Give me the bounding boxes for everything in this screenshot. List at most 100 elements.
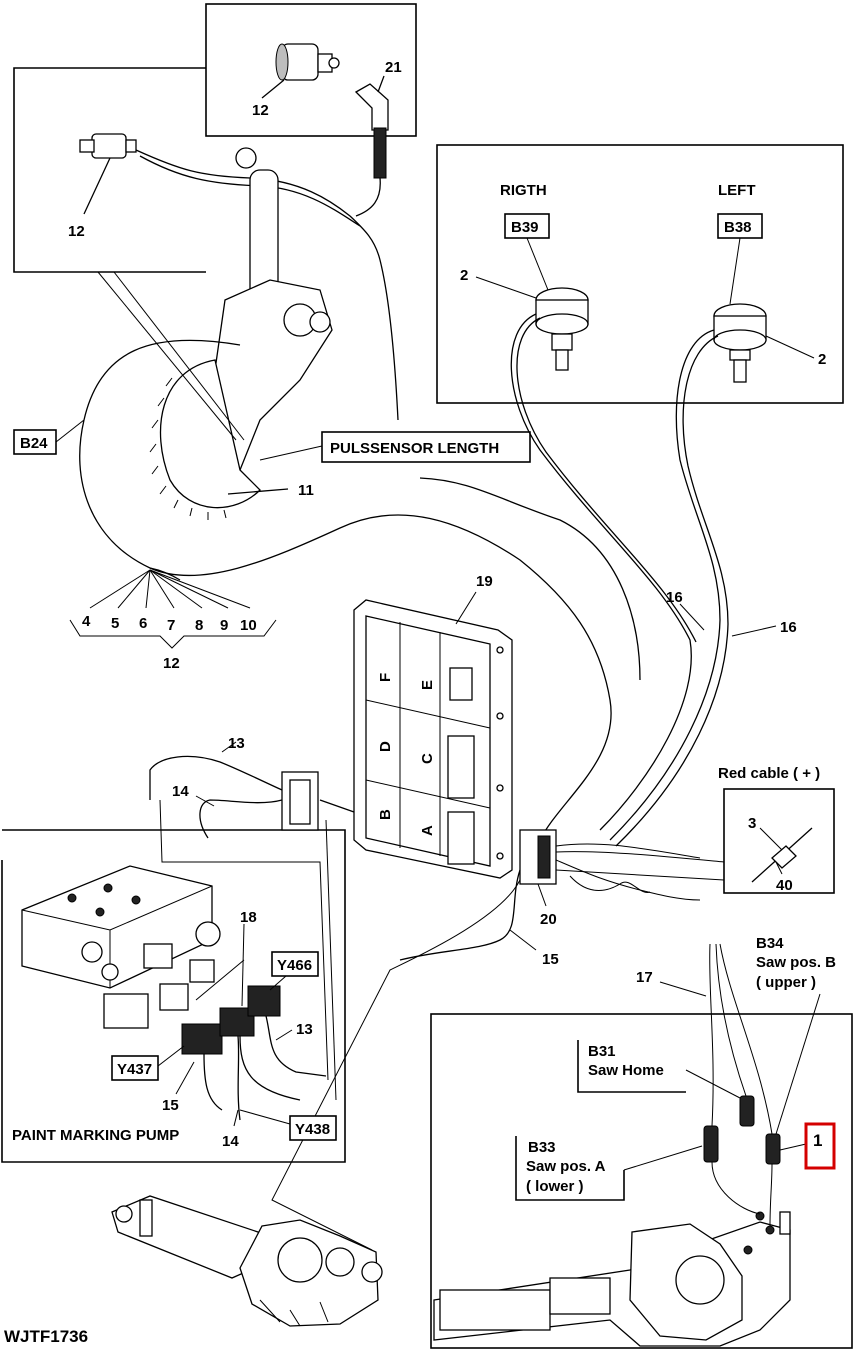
inset-paint-pump-outline [1, 829, 346, 1163]
callout-9: 9 [220, 617, 228, 634]
solenoid-connectors [181, 985, 327, 1121]
leader-15 [509, 929, 537, 951]
y437-label: Y437 [117, 1061, 152, 1078]
b33-bracket [515, 1136, 625, 1201]
callout-21: 21 [385, 59, 402, 76]
cable-16b-2 [615, 335, 729, 847]
ecu-slot-b: B [377, 809, 394, 820]
callout-1: 1 [813, 1131, 822, 1150]
paint-marking-pump-label: PAINT MARKING PUMP [12, 1127, 179, 1144]
harness-to-saw [271, 879, 521, 1251]
saw-cylinder-assembly [111, 1195, 383, 1327]
callout-2-left: 2 [818, 351, 826, 368]
b33-code: B33 [528, 1139, 556, 1156]
callout-15-pump: 15 [162, 1097, 179, 1114]
ecu-slot-d: D [377, 741, 394, 752]
b24-box [13, 429, 57, 455]
pulse-wheel-assembly: 11 [149, 147, 333, 520]
callout-5: 5 [111, 615, 119, 632]
callout-8: 8 [195, 617, 203, 634]
inset-frames [1, 3, 853, 1349]
cable-16a [510, 313, 692, 831]
callout-6: 6 [139, 615, 147, 632]
cable-16b [609, 329, 721, 841]
b24-cable [79, 339, 612, 841]
leader-inset-b [113, 271, 245, 441]
sensor-b38 [713, 237, 815, 383]
b34-line1: Saw pos. B [756, 954, 836, 971]
callout-1-leader [779, 1143, 807, 1151]
b33-line1: Saw pos. A [526, 1158, 606, 1175]
plug-cable [355, 177, 381, 217]
pulssensor-box [321, 431, 531, 463]
leader-18b [195, 959, 245, 1001]
inset-red-cable [723, 788, 835, 894]
b31-leader [685, 1069, 741, 1099]
b38-label: B38 [724, 219, 752, 236]
pulse-sensor-part: 12 [252, 43, 340, 119]
ecu-slot-c: C [419, 753, 436, 764]
inset-saw-sensors [436, 144, 844, 404]
pulssensor-label: PULSSENSOR LENGTH [330, 440, 499, 457]
y438-leader [239, 1109, 291, 1125]
left-sensor-part: 12 [68, 133, 137, 240]
b33-line2: ( lower ) [526, 1178, 584, 1195]
callout-12-top: 12 [252, 102, 269, 119]
cable-14 [199, 799, 283, 839]
ecu-slot-e: E [419, 680, 436, 690]
callout-14-pump: 14 [222, 1133, 239, 1150]
left-label: LEFT [718, 182, 756, 199]
callout-15: 15 [542, 951, 559, 968]
cable-13 [149, 755, 283, 800]
y466-box [271, 951, 319, 977]
ecu-slot-f: F [377, 673, 394, 682]
b31-code: B31 [588, 1043, 616, 1060]
callout-13: 13 [228, 735, 245, 752]
leader-14-pump [233, 1109, 239, 1127]
leader-inset-a [97, 271, 237, 441]
callout-7: 7 [167, 617, 175, 634]
b24-label: B24 [20, 435, 48, 452]
connector-b [149, 741, 355, 839]
callout-16b: 16 [780, 619, 797, 636]
sensor-b39 [475, 237, 589, 371]
ecu-19 [353, 591, 513, 879]
drawing-id: WJTF1736 [4, 1327, 88, 1346]
callout-14: 14 [172, 783, 189, 800]
pulssensor-leader [259, 445, 323, 461]
harness-to-pump [159, 799, 329, 1081]
b24-leader [55, 419, 85, 443]
y437-box [111, 1055, 159, 1081]
leader-15-pump [175, 1061, 195, 1095]
callout-11: 11 [298, 482, 314, 499]
y437-leader [157, 1045, 185, 1067]
diode-part [751, 827, 813, 883]
b39-box [504, 213, 550, 239]
b24-loop [79, 339, 612, 841]
ecu-slot-a: A [419, 825, 436, 836]
callout-2-rigth: 2 [460, 267, 468, 284]
y438-box [289, 1115, 337, 1141]
sensor-plug-21: 21 [354, 59, 402, 179]
rigth-label: RIGTH [500, 182, 547, 199]
b33-leader [623, 1145, 703, 1171]
callout-20: 20 [540, 911, 557, 928]
callout-19: 19 [476, 573, 493, 590]
y466-leader [269, 975, 287, 991]
callout-10: 10 [240, 617, 257, 634]
saw-proximity-sensors [659, 943, 781, 1227]
callout-16a: 16 [666, 589, 683, 606]
leader-18 [241, 923, 245, 1007]
b39-label: B39 [511, 219, 539, 236]
b31-line1: Saw Home [588, 1062, 664, 1079]
callout-12-left: 12 [68, 223, 85, 240]
inset-saw-arm [430, 1013, 853, 1349]
inset-sensor-top [205, 3, 417, 137]
b31-bracket [577, 1040, 686, 1093]
callout-3: 3 [748, 815, 756, 832]
highlight-box-1 [804, 1122, 836, 1170]
b34-line2: ( upper ) [756, 974, 816, 991]
callout-40: 40 [776, 877, 793, 894]
callout-4: 4 [82, 613, 91, 630]
